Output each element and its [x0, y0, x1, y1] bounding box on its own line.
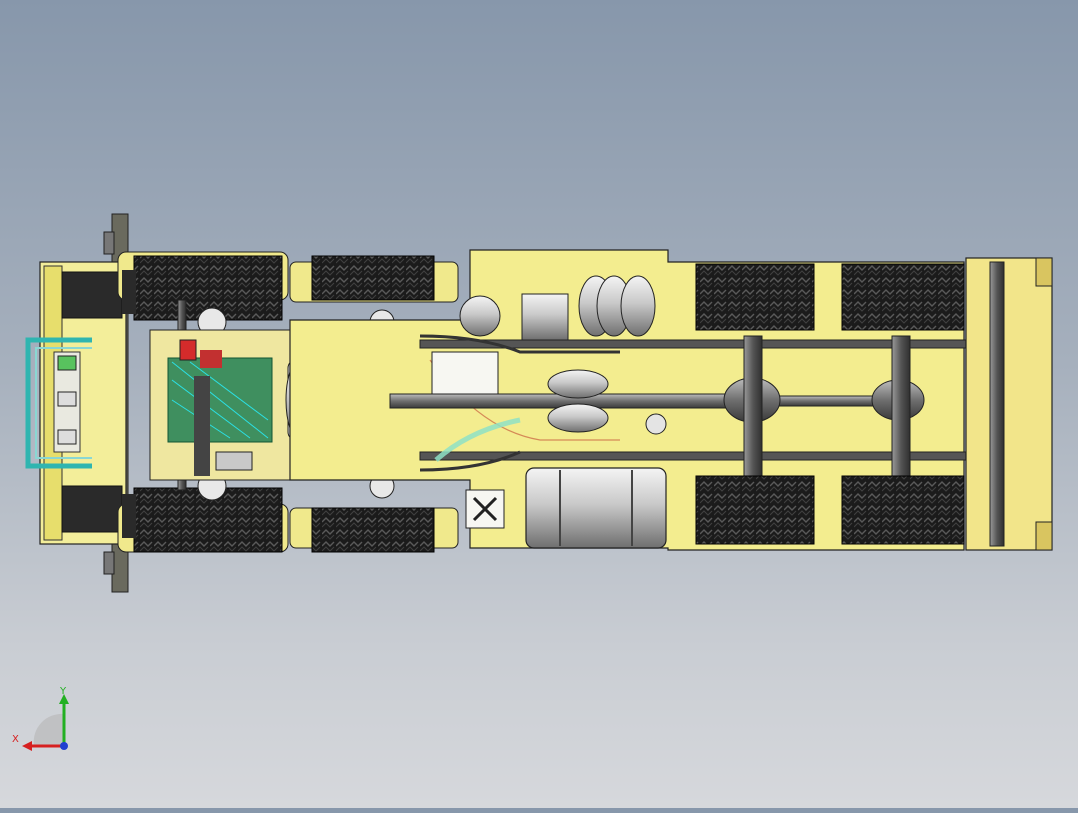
z-axis-point — [60, 742, 68, 750]
engine-block — [149, 329, 291, 481]
driveshaft — [389, 369, 891, 435]
y-axis-label: Y — [59, 686, 67, 697]
coordinate-triad: Y X — [10, 684, 80, 754]
rear-differential-1 — [723, 335, 781, 477]
x-axis-arrow — [22, 741, 32, 751]
front-axle-2 — [289, 255, 459, 553]
grill-guard — [25, 337, 92, 469]
air-tanks — [459, 275, 656, 341]
cab-front — [39, 213, 129, 593]
y-axis-arrow — [59, 694, 69, 704]
fuel-tank — [525, 467, 667, 549]
triad-plane-shade — [33, 713, 64, 746]
x-axis-label: X — [12, 734, 19, 745]
rear-tires — [695, 263, 965, 545]
front-axle-1 — [117, 251, 289, 553]
rear-differential-2 — [871, 335, 925, 477]
rear-bumper — [965, 257, 1053, 551]
